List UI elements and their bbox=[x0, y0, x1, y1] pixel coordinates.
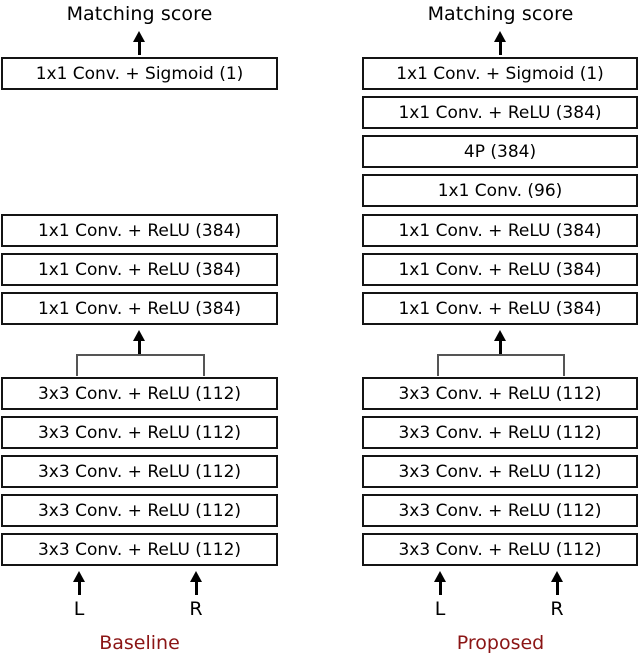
bracket-left-leg bbox=[76, 354, 78, 376]
baseline-output-arrow bbox=[133, 31, 145, 55]
layer-label: 1x1 Conv. + ReLU (384) bbox=[37, 259, 242, 280]
arrow-shaft bbox=[138, 38, 141, 55]
proposed-layer-8[interactable]: 3x3 Conv. + ReLU (112) bbox=[362, 416, 638, 449]
proposed-input-label-left: L bbox=[434, 598, 446, 620]
layer-label: 1x1 Conv. + ReLU (384) bbox=[37, 220, 242, 241]
arrow-shaft bbox=[499, 38, 502, 55]
proposed-input-label-right: R bbox=[550, 598, 564, 620]
baseline-layer-7[interactable]: 3x3 Conv. + ReLU (112) bbox=[1, 494, 278, 527]
layer-label: 3x3 Conv. + ReLU (112) bbox=[398, 539, 602, 560]
layer-label: 3x3 Conv. + ReLU (112) bbox=[37, 461, 242, 482]
arrow-shaft bbox=[195, 578, 198, 595]
proposed-caption: Proposed bbox=[456, 632, 545, 654]
bracket-left-leg bbox=[437, 354, 439, 376]
proposed-layer-6[interactable]: 1x1 Conv. + ReLU (384) bbox=[362, 292, 638, 325]
bracket-right-leg bbox=[203, 354, 205, 376]
baseline-headline: Matching score bbox=[66, 3, 213, 25]
baseline-merge-bracket bbox=[76, 354, 205, 376]
baseline-layer-6[interactable]: 3x3 Conv. + ReLU (112) bbox=[1, 455, 278, 488]
layer-label: 1x1 Conv. + ReLU (384) bbox=[37, 298, 242, 319]
baseline-layer-5[interactable]: 3x3 Conv. + ReLU (112) bbox=[1, 416, 278, 449]
baseline-layer-1[interactable]: 1x1 Conv. + ReLU (384) bbox=[1, 214, 278, 247]
arrow-head-icon bbox=[190, 571, 202, 582]
proposed-layer-3[interactable]: 1x1 Conv. (96) bbox=[362, 174, 638, 207]
bracket-horizontal-line bbox=[76, 354, 205, 356]
proposed-merge-arrow bbox=[494, 330, 506, 355]
arrow-head-icon bbox=[434, 571, 446, 582]
proposed-layer-1[interactable]: 1x1 Conv. + ReLU (384) bbox=[362, 96, 638, 129]
layer-label: 1x1 Conv. + Sigmoid (1) bbox=[396, 63, 604, 84]
proposed-layer-0[interactable]: 1x1 Conv. + Sigmoid (1) bbox=[362, 57, 638, 90]
arrow-head-icon bbox=[494, 31, 506, 42]
baseline-right-input-arrow bbox=[190, 571, 202, 595]
proposed-layer-7[interactable]: 3x3 Conv. + ReLU (112) bbox=[362, 377, 638, 410]
baseline-layer-0[interactable]: 1x1 Conv. + Sigmoid (1) bbox=[1, 57, 278, 90]
arrow-head-icon bbox=[133, 330, 145, 341]
baseline-caption: Baseline bbox=[99, 632, 180, 654]
layer-label: 3x3 Conv. + ReLU (112) bbox=[398, 383, 602, 404]
proposed-output-arrow bbox=[494, 31, 506, 55]
baseline-merge-arrow bbox=[133, 330, 145, 355]
layer-label: 1x1 Conv. + Sigmoid (1) bbox=[35, 63, 244, 84]
proposed-layer-2[interactable]: 4P (384) bbox=[362, 135, 638, 168]
bracket-right-leg bbox=[563, 354, 565, 376]
arrow-shaft bbox=[78, 578, 81, 595]
bracket-horizontal-line bbox=[437, 354, 565, 356]
proposed-layer-9[interactable]: 3x3 Conv. + ReLU (112) bbox=[362, 455, 638, 488]
arrow-head-icon bbox=[551, 571, 563, 582]
proposed-layer-10[interactable]: 3x3 Conv. + ReLU (112) bbox=[362, 494, 638, 527]
proposed-headline: Matching score bbox=[427, 3, 574, 25]
arrow-head-icon bbox=[73, 571, 85, 582]
layer-label: 3x3 Conv. + ReLU (112) bbox=[37, 422, 242, 443]
baseline-layer-4[interactable]: 3x3 Conv. + ReLU (112) bbox=[1, 377, 278, 410]
layer-label: 3x3 Conv. + ReLU (112) bbox=[37, 500, 242, 521]
layer-label: 3x3 Conv. + ReLU (112) bbox=[37, 383, 242, 404]
proposed-architecture-column: Matching score 1x1 Conv. + Sigmoid (1) 1… bbox=[320, 0, 640, 656]
layer-label: 3x3 Conv. + ReLU (112) bbox=[398, 461, 602, 482]
layer-label: 4P (384) bbox=[463, 141, 537, 162]
arrow-shaft bbox=[499, 337, 502, 355]
arrow-shaft bbox=[556, 578, 559, 595]
layer-label: 1x1 Conv. + ReLU (384) bbox=[398, 298, 602, 319]
proposed-merge-bracket bbox=[437, 354, 565, 376]
baseline-input-label-right: R bbox=[189, 598, 203, 620]
arrow-head-icon bbox=[494, 330, 506, 341]
baseline-input-label-left: L bbox=[73, 598, 85, 620]
layer-label: 1x1 Conv. + ReLU (384) bbox=[398, 220, 602, 241]
layer-label: 1x1 Conv. + ReLU (384) bbox=[398, 259, 602, 280]
layer-label: 1x1 Conv. + ReLU (384) bbox=[398, 102, 602, 123]
baseline-architecture-column: Matching score 1x1 Conv. + Sigmoid (1) 1… bbox=[1, 3, 278, 654]
arrow-head-icon bbox=[133, 31, 145, 42]
arrow-shaft bbox=[439, 578, 442, 595]
layer-label: 1x1 Conv. (96) bbox=[437, 180, 563, 201]
proposed-layer-11[interactable]: 3x3 Conv. + ReLU (112) bbox=[362, 533, 638, 566]
layer-label: 3x3 Conv. + ReLU (112) bbox=[398, 422, 602, 443]
arrow-shaft bbox=[138, 337, 141, 355]
layer-label: 3x3 Conv. + ReLU (112) bbox=[37, 539, 242, 560]
baseline-layer-3[interactable]: 1x1 Conv. + ReLU (384) bbox=[1, 292, 278, 325]
proposed-left-input-arrow bbox=[434, 571, 446, 595]
layer-label: 3x3 Conv. + ReLU (112) bbox=[398, 500, 602, 521]
proposed-right-input-arrow bbox=[551, 571, 563, 595]
proposed-layer-4[interactable]: 1x1 Conv. + ReLU (384) bbox=[362, 214, 638, 247]
baseline-left-input-arrow bbox=[73, 571, 85, 595]
baseline-layer-8[interactable]: 3x3 Conv. + ReLU (112) bbox=[1, 533, 278, 566]
baseline-layer-2[interactable]: 1x1 Conv. + ReLU (384) bbox=[1, 253, 278, 286]
proposed-layer-5[interactable]: 1x1 Conv. + ReLU (384) bbox=[362, 253, 638, 286]
